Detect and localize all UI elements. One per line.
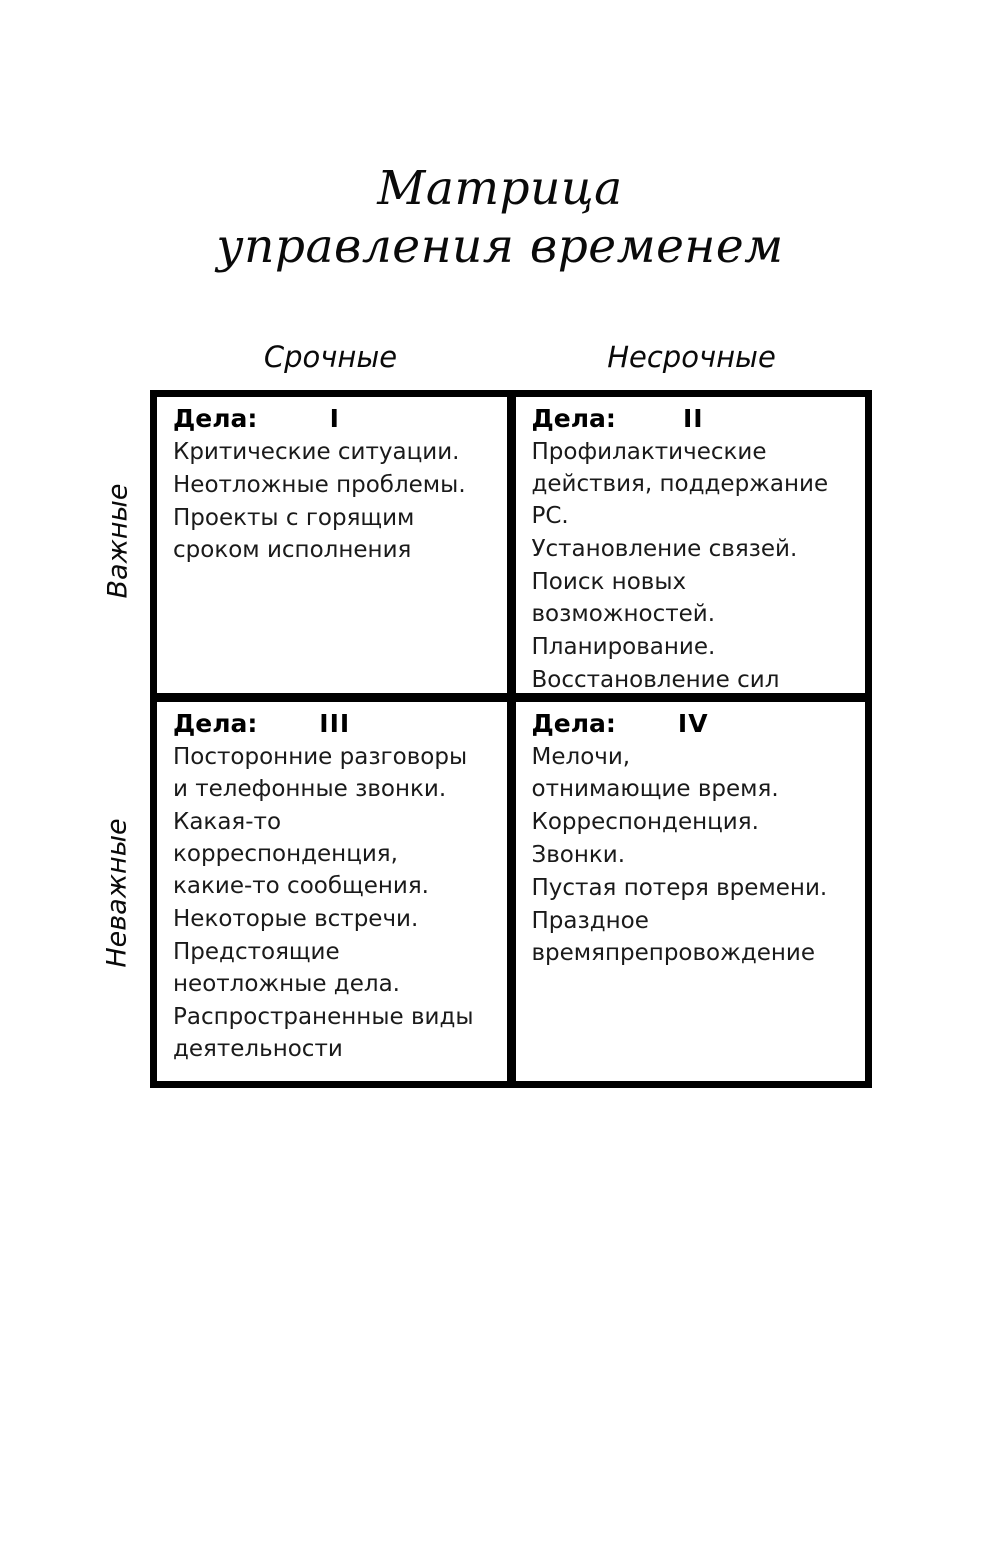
column-headers: Срочные Несрочные	[150, 339, 872, 381]
list-item: Предстоящие неотложные дела.	[173, 939, 400, 997]
quadrant-3-numeral: III	[319, 709, 351, 738]
page-title-line-1: Матрица	[377, 161, 623, 216]
list-item: Некоторые встречи.	[173, 906, 419, 932]
list-item: Проекты с горящим сроком исполнения	[173, 505, 415, 563]
list-item: Корреспонденция.	[531, 809, 759, 835]
list-item: Какая-то корреспонденция, какие-то сообщ…	[173, 809, 429, 899]
quadrant-3-heading: Дела:	[173, 709, 258, 738]
quadrant-1-list: Критические ситуации. Неотложные проблем…	[173, 436, 497, 566]
quadrant-4-heading: Дела:	[531, 709, 616, 738]
row-label-important-text: Важные	[102, 483, 134, 599]
quadrant-2-list: Профилактические действия, поддержание Р…	[531, 436, 856, 693]
quadrant-3: III Дела: Посторонние разговоры и телефо…	[155, 700, 509, 1083]
quadrant-4-list: Мелочи, отнимающие время. Корреспонденци…	[532, 741, 856, 969]
list-item: Распространенные виды деятельности	[173, 1004, 474, 1062]
page-title-line-2: управления временем	[216, 219, 784, 274]
list-item: Установление связей.	[531, 536, 798, 562]
row-label-important: Важные	[96, 392, 140, 690]
list-item: Планирование.	[531, 634, 716, 660]
quadrant-1-numeral: I	[329, 404, 340, 433]
quadrant-2-heading: Дела:	[531, 404, 616, 433]
quadrant-2-numeral: II	[682, 404, 704, 433]
list-item: Звонки.	[531, 842, 626, 868]
column-header-not-urgent: Несрочные	[607, 340, 776, 374]
page-title: Матрица управления временем	[0, 160, 1000, 276]
row-label-unimportant-text: Неважные	[102, 817, 133, 968]
list-item: Мелочи, отнимающие время.	[531, 744, 779, 802]
list-item: Поиск новых возможностей.	[531, 569, 716, 627]
quadrant-4: IV Дела: Мелочи, отнимающие время. Корре…	[513, 700, 867, 1083]
row-label-unimportant: Неважные	[96, 697, 140, 1088]
list-item: Восстановление сил	[531, 667, 780, 693]
list-item: Пустая потеря времени.	[531, 875, 828, 901]
time-management-matrix: I Дела: Критические ситуации. Неотложные…	[150, 390, 872, 1088]
quadrant-2: II Дела: Профилактические действия, подд…	[513, 395, 867, 695]
list-item: Праздное времяпрепровождение	[531, 908, 816, 966]
quadrant-1-heading: Дела:	[173, 404, 258, 433]
quadrant-4-numeral: IV	[677, 709, 709, 738]
list-item: Посторонние разговоры и телефонные звонк…	[173, 744, 468, 802]
list-item: Неотложные проблемы.	[173, 472, 466, 498]
quadrant-1: I Дела: Критические ситуации. Неотложные…	[155, 395, 509, 695]
list-item: Профилактические действия, поддержание Р…	[531, 439, 829, 529]
quadrant-3-list: Посторонние разговоры и телефонные звонк…	[173, 741, 497, 1065]
list-item: Критические ситуации.	[173, 439, 460, 465]
column-header-urgent: Срочные	[263, 340, 398, 374]
